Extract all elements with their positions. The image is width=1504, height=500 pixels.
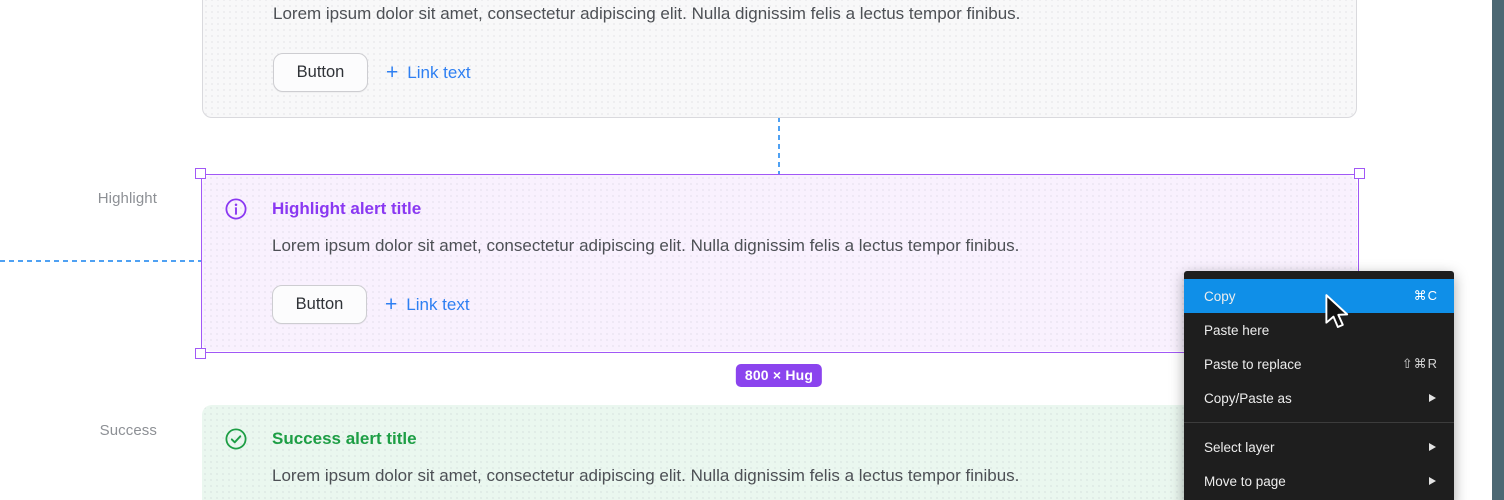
alert-link-label: Link text: [407, 62, 471, 82]
selection-size-badge: 800 × Hug: [735, 364, 823, 387]
alert-body-text: Lorem ipsum dolor sit amet, consectetur …: [272, 466, 1020, 485]
menu-item-move-to-page[interactable]: Move to page: [1184, 464, 1454, 498]
menu-item-shortcut: ⌘C: [1413, 288, 1438, 303]
alert-body-text: Lorem ipsum dolor sit amet, consectetur …: [273, 4, 1021, 23]
menu-item-label: Paste here: [1204, 322, 1270, 338]
alignment-guide-horizontal: [0, 260, 201, 262]
plus-icon: +: [385, 293, 398, 316]
menu-item-label: Select layer: [1204, 439, 1275, 455]
menu-item-copy-paste-as[interactable]: Copy/Paste as: [1184, 381, 1454, 415]
menu-item-label: Move to page: [1204, 473, 1286, 489]
alert-card-highlight[interactable]: Highlight alert title Lorem ipsum dolor …: [202, 175, 1357, 351]
alert-actions: Button + Link text: [272, 285, 470, 324]
row-label-success: Success: [99, 422, 157, 439]
alert-link-label: Link text: [406, 294, 470, 314]
selection-handle-bottom-left[interactable]: [194, 347, 206, 359]
menu-item-shortcut: ⇧⌘R: [1401, 356, 1438, 371]
alert-button[interactable]: Button: [272, 285, 367, 324]
alert-card-default[interactable]: Lorem ipsum dolor sit amet, consectetur …: [202, 0, 1357, 118]
alert-link[interactable]: + Link text: [385, 294, 470, 315]
menu-item-copy[interactable]: Copy ⌘C: [1184, 279, 1454, 313]
alert-link[interactable]: + Link text: [386, 62, 471, 83]
mouse-cursor-icon: [1325, 294, 1349, 328]
alert-title: Success alert title: [272, 429, 417, 448]
menu-item-label: Paste to replace: [1204, 356, 1302, 372]
selection-handle-top-left[interactable]: [194, 167, 206, 179]
context-menu: Copy ⌘C Paste here Paste to replace ⇧⌘R …: [1184, 271, 1454, 500]
menu-item-label: Copy: [1204, 288, 1236, 304]
menu-item-label: Copy/Paste as: [1204, 390, 1292, 406]
alert-button[interactable]: Button: [273, 53, 368, 92]
submenu-arrow-icon: [1429, 443, 1436, 451]
info-icon: [225, 198, 247, 220]
alert-body-text: Lorem ipsum dolor sit amet, consectetur …: [272, 236, 1020, 255]
submenu-arrow-icon: [1429, 394, 1436, 402]
menu-item-paste-here[interactable]: Paste here: [1184, 313, 1454, 347]
submenu-arrow-icon: [1429, 477, 1436, 485]
selection-handle-top-right[interactable]: [1353, 167, 1365, 179]
right-panel-edge: [1492, 0, 1504, 500]
check-circle-icon: [225, 428, 247, 450]
menu-separator: [1184, 422, 1454, 423]
menu-item-select-layer[interactable]: Select layer: [1184, 430, 1454, 464]
row-label-highlight: Highlight: [97, 190, 157, 207]
alert-title: Highlight alert title: [272, 199, 422, 218]
menu-item-paste-to-replace[interactable]: Paste to replace ⇧⌘R: [1184, 347, 1454, 381]
plus-icon: +: [386, 61, 399, 84]
alert-card-success[interactable]: Success alert title Lorem ipsum dolor si…: [202, 405, 1357, 500]
alert-actions: Button + Link text: [273, 53, 471, 92]
